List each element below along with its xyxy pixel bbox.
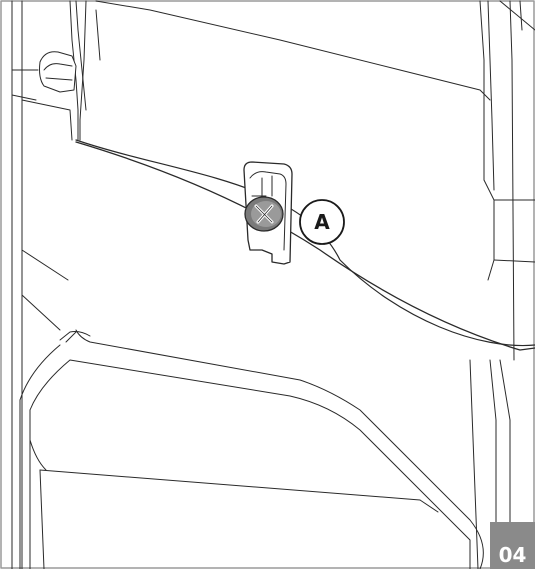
front-panel bbox=[19, 329, 484, 569]
left-side-panel bbox=[11, 0, 87, 569]
main-housing bbox=[75, 0, 535, 569]
callout-a-label: A bbox=[314, 210, 330, 234]
callout-a: A bbox=[299, 199, 345, 245]
step-number-badge: 04 bbox=[490, 522, 535, 569]
screw bbox=[244, 196, 284, 232]
